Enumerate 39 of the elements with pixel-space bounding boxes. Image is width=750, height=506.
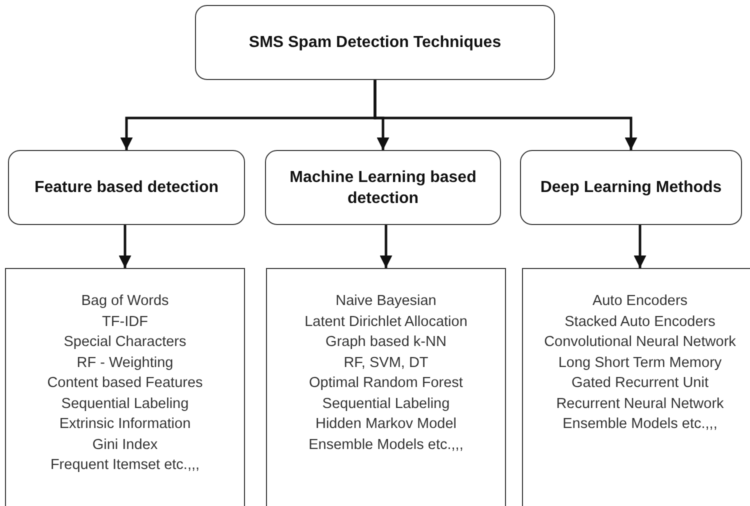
root-box	[195, 5, 555, 80]
technique-item: Gini Index	[92, 436, 158, 454]
technique-item: Sequential Labeling	[61, 394, 189, 414]
technique-item: Bag of Words	[81, 292, 169, 311]
category-box	[520, 150, 742, 225]
technique-item: Extrinsic Information	[59, 415, 191, 434]
technique-item: TF-IDF	[102, 312, 148, 332]
technique-item: RF, SVM, DT	[344, 354, 428, 372]
heading-text: Machine Learning based detection	[288, 168, 478, 208]
technique-item: Convolutional Neural Network	[544, 333, 736, 352]
technique-item: Auto Encoders	[592, 292, 688, 311]
technique-item: Naive Bayesian	[336, 292, 436, 311]
category-box	[8, 150, 245, 225]
technique-item: Stacked Auto Encoders	[564, 312, 716, 332]
category-box	[265, 150, 501, 225]
technique-item: Ensemble Models etc.,,,	[562, 415, 718, 434]
technique-item: Sequential Labeling	[322, 394, 450, 414]
technique-item: Recurrent Neural Network	[556, 394, 724, 414]
technique-item: Frequent Itemset etc.,,,	[50, 456, 200, 475]
technique-item: Long Short Term Memory	[558, 354, 722, 372]
technique-item: Graph based k-NN	[326, 333, 446, 352]
arrow	[380, 225, 392, 268]
heading-text: Feature based detection	[34, 178, 219, 198]
technique-item: Optimal Random Forest	[309, 374, 463, 393]
technique-item: Special Characters	[64, 333, 186, 352]
arrow	[374, 80, 638, 150]
heading-text: Deep Learning Methods	[540, 178, 722, 198]
technique-item: Latent Dirichlet Allocation	[304, 312, 468, 332]
heading-text: SMS Spam Detection Techniques	[248, 33, 502, 53]
technique-item: Content based Features	[47, 374, 203, 393]
technique-item: RF - Weighting	[76, 354, 174, 372]
technique-item: Gated Recurrent Unit	[571, 374, 708, 393]
technique-list-box	[5, 268, 245, 506]
technique-item: Ensemble Models etc.,,,	[308, 436, 464, 454]
technique-item: Hidden Markov Model	[315, 415, 457, 434]
technique-list-box	[522, 268, 750, 506]
arrow	[118, 225, 132, 268]
arrow	[634, 225, 646, 268]
technique-list-box	[266, 268, 506, 506]
